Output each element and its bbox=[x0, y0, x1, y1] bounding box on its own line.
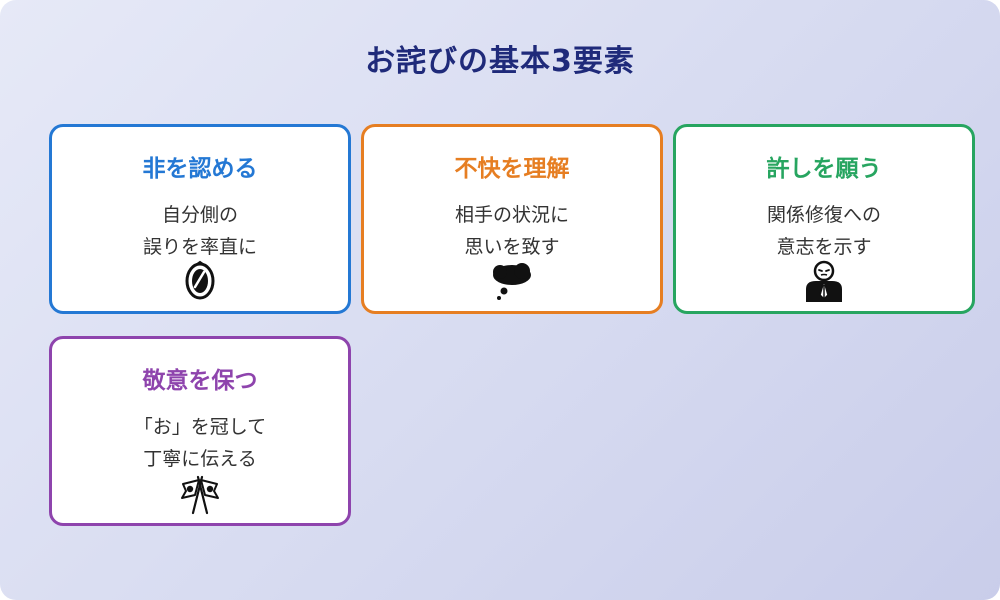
crossed-flags-icon bbox=[178, 471, 222, 515]
card-description-line: 意志を示す bbox=[776, 236, 872, 258]
page-title: お詫びの基本3要素 bbox=[365, 44, 635, 79]
card-title: 非を認める bbox=[142, 156, 258, 182]
element-card-maintain-respect: 敬意を保つ 「お」を冠して 丁寧に伝える bbox=[49, 336, 351, 526]
card-description: 関係修復への 意志を示す bbox=[676, 199, 972, 263]
card-description-line: 自分側の bbox=[161, 204, 238, 226]
card-description: 「お」を冠して 丁寧に伝える bbox=[52, 411, 348, 475]
card-title: 許しを願う bbox=[766, 156, 882, 182]
card-title: 不快を理解 bbox=[454, 156, 570, 182]
bowing-person-icon bbox=[802, 259, 846, 303]
element-card-ask-forgiveness: 許しを願う 関係修復への 意志を示す bbox=[673, 124, 975, 314]
card-description-line: 思いを致す bbox=[464, 236, 560, 258]
card-description-line: 誤りを率直に bbox=[142, 236, 257, 258]
card-description-line: 関係修復への bbox=[766, 204, 881, 226]
mirror-icon bbox=[178, 259, 222, 303]
element-card-understand-discomfort: 不快を理解 相手の状況に 思いを致す bbox=[361, 124, 663, 314]
card-description-line: 「お」を冠して bbox=[133, 416, 267, 438]
card-description-line: 丁寧に伝える bbox=[143, 448, 257, 470]
card-description: 相手の状況に 思いを致す bbox=[364, 199, 660, 263]
element-card-admit-fault: 非を認める 自分側の 誤りを率直に bbox=[49, 124, 351, 314]
card-description: 自分側の 誤りを率直に bbox=[52, 199, 348, 263]
card-description-line: 相手の状況に bbox=[454, 204, 569, 226]
card-title: 敬意を保つ bbox=[142, 368, 258, 394]
thought-bubble-icon bbox=[490, 259, 534, 303]
